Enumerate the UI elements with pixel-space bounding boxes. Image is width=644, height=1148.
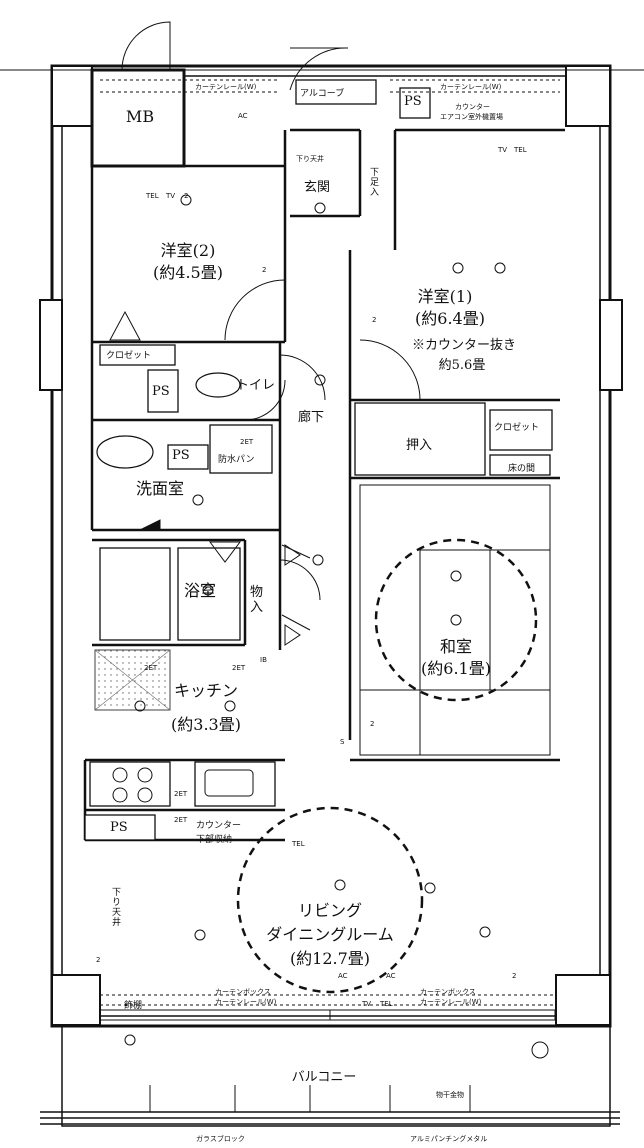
kitchen-sink — [204, 769, 254, 797]
entrance-label: 玄関 — [304, 180, 331, 195]
tv-symbol-2: TV — [166, 192, 176, 200]
curtain-box-left1: カーテンボックス — [215, 988, 271, 996]
tel-symbol-3: TEL — [292, 840, 305, 848]
two-symbol-3: 2 — [372, 316, 377, 324]
mb-label: MB — [125, 107, 155, 126]
two-symbol-4: 2 — [370, 720, 375, 728]
wash-basin — [96, 435, 154, 469]
twoe-symbol-3: 2ET — [232, 664, 246, 672]
ps-kitchen-label: PS — [110, 820, 128, 835]
curtain-box-right2: カーテンレール(W) — [420, 998, 482, 1006]
columns — [39, 65, 623, 1026]
tokonoma-label: 床の間 — [508, 464, 536, 474]
stove — [112, 767, 153, 803]
toilet-bowl — [195, 372, 241, 398]
two-symbol-5: 2 — [96, 956, 101, 964]
western1-note1: ※カウンター抜き — [411, 338, 517, 353]
two-symbol-2: 2 — [262, 266, 267, 274]
ac-symbol-2: AC — [338, 972, 348, 980]
tel-symbol-1: TEL — [514, 146, 527, 154]
ceiling-living-label: 下り天井 — [112, 888, 122, 928]
western1-note2: 約5.6畳 — [438, 358, 486, 373]
ac-symbol-1: AC — [238, 112, 248, 120]
mb-door-arc — [121, 21, 171, 71]
living-room-circle — [236, 806, 424, 994]
s-symbol: S — [340, 738, 345, 746]
balcony — [40, 1025, 620, 1127]
oshiire-label: 押入 — [406, 438, 433, 453]
ps-wash-label: PS — [172, 448, 190, 463]
shoe-box-label: 下足入 — [370, 168, 380, 198]
washroom-label: 洗面室 — [135, 479, 185, 498]
exterior-walls — [50, 64, 612, 1028]
closet-right-label: クロゼット — [494, 423, 540, 433]
exterior-wall-inner — [61, 75, 601, 1017]
drying-label: 物干金物 — [436, 1091, 464, 1099]
twoe-symbol-4: 2ET — [174, 790, 188, 798]
curtain-box-right1: カーテンボックス — [420, 988, 476, 996]
alcove-label: アルコーブ — [300, 89, 345, 99]
toilet-label: トイレ — [236, 378, 276, 393]
two-symbol-1: 2 — [184, 192, 189, 200]
japanese-room-circle — [374, 538, 538, 702]
tv-symbol-3: TV — [362, 1000, 372, 1008]
closet-left-label: クロゼット — [106, 351, 152, 361]
triangle-markers — [109, 310, 301, 646]
tel-symbol-4: TEL — [380, 1000, 393, 1008]
tatami-lines — [359, 484, 551, 756]
balcony-posts — [149, 1085, 471, 1112]
glass-block-label: ガラスブロック — [196, 1135, 245, 1143]
shoe-cab-label: 飾棚 — [124, 1001, 143, 1011]
interior-walls — [83, 128, 565, 842]
western2-size: (約4.5畳) — [153, 263, 223, 282]
fixture-boxes — [84, 79, 553, 841]
western1-size: (約6.4畳) — [415, 309, 485, 328]
alcove-door-arc — [289, 47, 349, 91]
counter-lower2-label: 下部収納 — [196, 835, 233, 845]
balcony-label: バルコニー — [291, 1070, 357, 1085]
twoe-symbol-5: 2ET — [174, 816, 188, 824]
kitchen-name: キッチン — [173, 681, 239, 700]
tel-symbol-2: TEL — [146, 192, 159, 200]
door-swings — [224, 279, 421, 631]
ps-top-label: PS — [404, 94, 422, 109]
aluminum-label: アルミパンチングメタル — [410, 1135, 488, 1143]
western2-name: 洋室(2) — [160, 241, 216, 260]
twoe-symbol-2: 2ET — [144, 664, 158, 672]
counter-top-label: カウンター — [455, 103, 490, 111]
japanese-room-size: (約6.1畳) — [421, 659, 491, 678]
counter-lower-label: カウンター — [196, 821, 242, 831]
japanese-room-name: 和室 — [439, 637, 473, 656]
ceiling-lights — [124, 194, 549, 1059]
western1-name: 洋室(1) — [417, 287, 473, 306]
ac-symbol-3: AC — [386, 972, 396, 980]
living-label-1: リビング — [297, 901, 363, 920]
ib-symbol: IB — [260, 656, 267, 664]
twoe-symbol-1: 2ET — [240, 438, 254, 446]
curtain-top-right-label: カーテンレール(W) — [440, 83, 502, 91]
storage-label: 物入 — [250, 585, 264, 615]
curtain-rails — [100, 79, 560, 1006]
two-symbol-6: 2 — [512, 972, 517, 980]
tv-symbol-1: TV — [498, 146, 508, 154]
living-label-2: ダイニングルーム — [266, 925, 394, 944]
outdoor-unit-label: エアコン室外機置場 — [440, 113, 503, 121]
curtain-box-left2: カーテンレール(W) — [215, 998, 277, 1006]
living-label-3: (約12.7畳) — [289, 949, 371, 968]
ps-left-label: PS — [152, 384, 170, 399]
hallway-label: 廊下 — [298, 410, 325, 425]
curtain-top-left-label: カーテンレール(W) — [195, 83, 257, 91]
ceiling-top-label: 下り天井 — [296, 155, 324, 163]
waterproof-pan-label: 防水パン — [218, 455, 255, 465]
balcony-windows — [99, 1009, 556, 1021]
bathroom-label: 浴室 — [183, 581, 217, 600]
kitchen-size: (約3.3畳) — [171, 715, 241, 734]
